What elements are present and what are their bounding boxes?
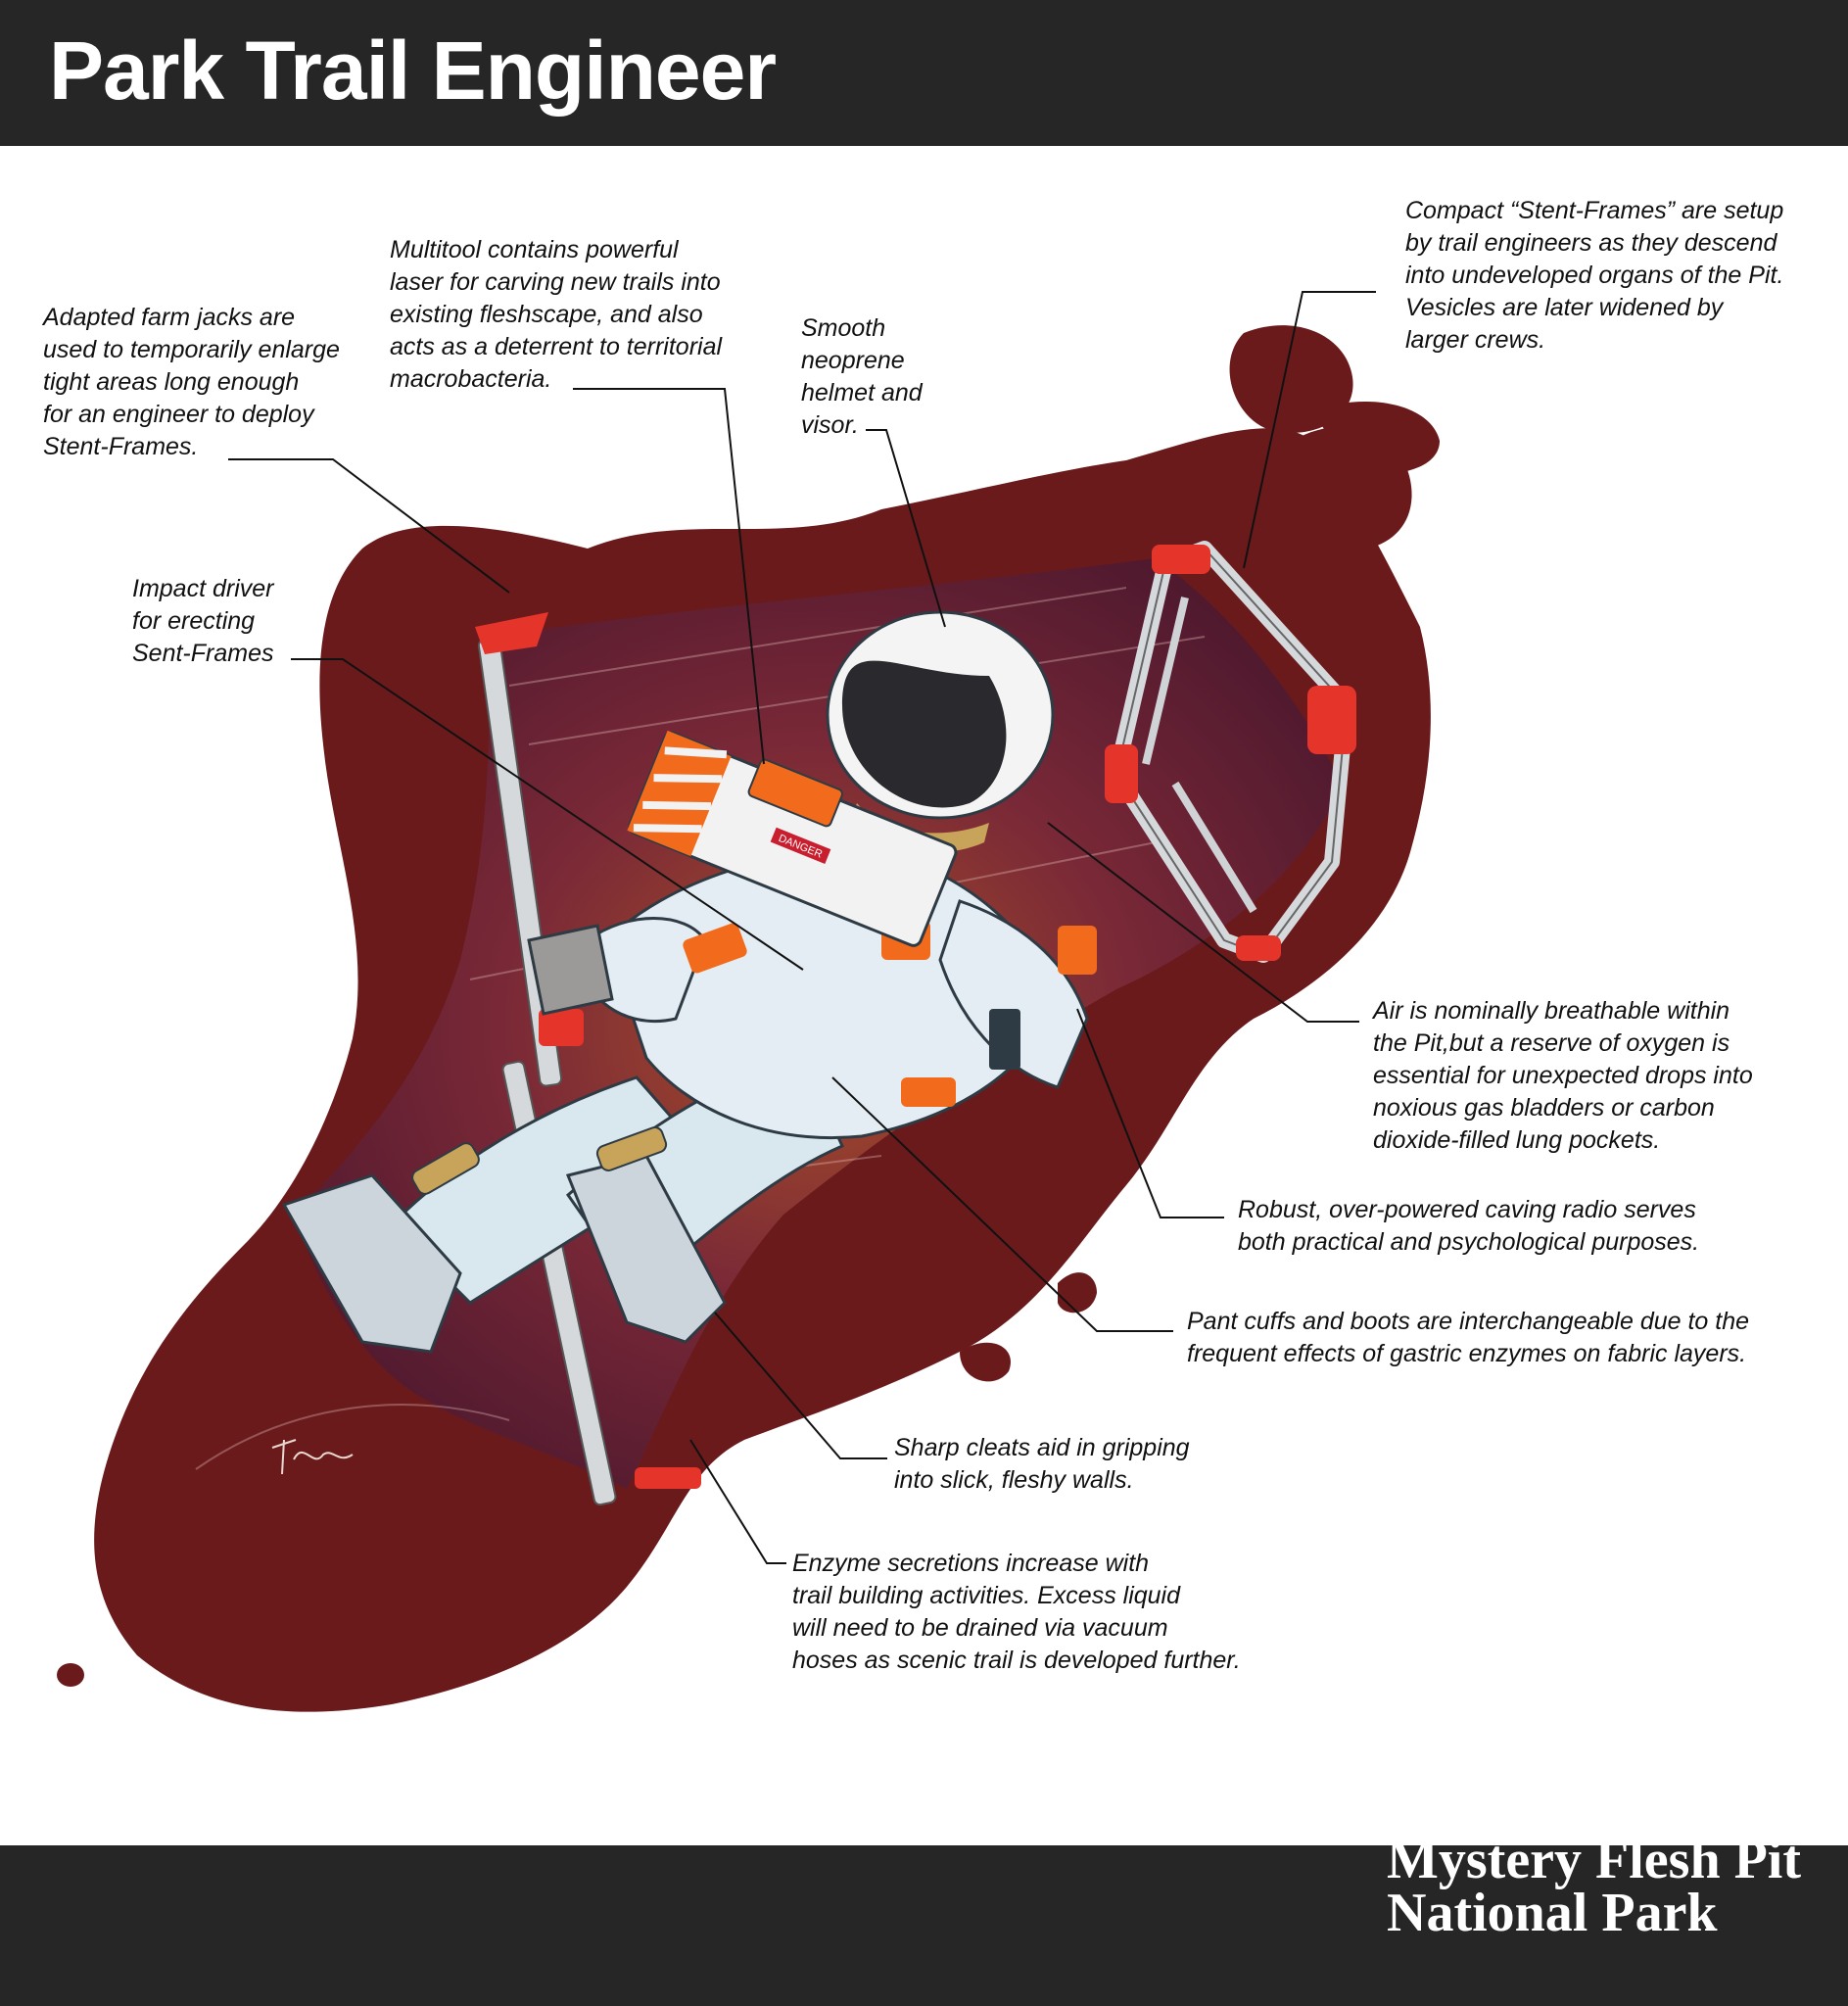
artist-signature xyxy=(271,1439,354,1475)
logo-line-2: National Park xyxy=(1387,1883,1718,1943)
footer-bar xyxy=(0,1845,1848,2006)
callout-pant-cuffs: Pant cuffs and boots are interchangeable… xyxy=(1187,1308,1750,1367)
park-logo: Mystery Flesh Pit National Park xyxy=(1387,1830,1801,1943)
callout-enzyme: Enzyme secretions increase with trail bu… xyxy=(792,1550,1241,1674)
callout-helmet: Smooth neoprene helmet and visor. xyxy=(801,314,923,439)
stent-frame xyxy=(1105,541,1356,963)
trail-engineer-illustration: DANGER xyxy=(57,291,1440,1712)
callout-stent-frames: Compact “Stent-Frames” are setup by trai… xyxy=(1405,197,1784,354)
callout-multitool: Multitool contains powerful laser for ca… xyxy=(390,236,723,393)
leader-lines xyxy=(228,291,1376,1564)
callout-impact-driver: Impact driver for erecting Sent-Frames xyxy=(132,575,274,667)
callout-farm-jacks: Adapted farm jacks are used to temporari… xyxy=(43,304,340,460)
callout-radio: Robust, over-powered caving radio serves… xyxy=(1238,1196,1700,1256)
page-title: Park Trail Engineer xyxy=(49,24,777,117)
title-bar: Park Trail Engineer xyxy=(0,0,1848,146)
multitool: DANGER xyxy=(627,730,958,947)
logo-line-1: Mystery Flesh Pit xyxy=(1387,1830,1801,1890)
trail-engineer-figure: DANGER xyxy=(281,610,1097,1354)
callout-cleats: Sharp cleats aid in gripping into slick,… xyxy=(894,1434,1190,1494)
callout-oxygen: Air is nominally breathable within the P… xyxy=(1373,997,1753,1154)
